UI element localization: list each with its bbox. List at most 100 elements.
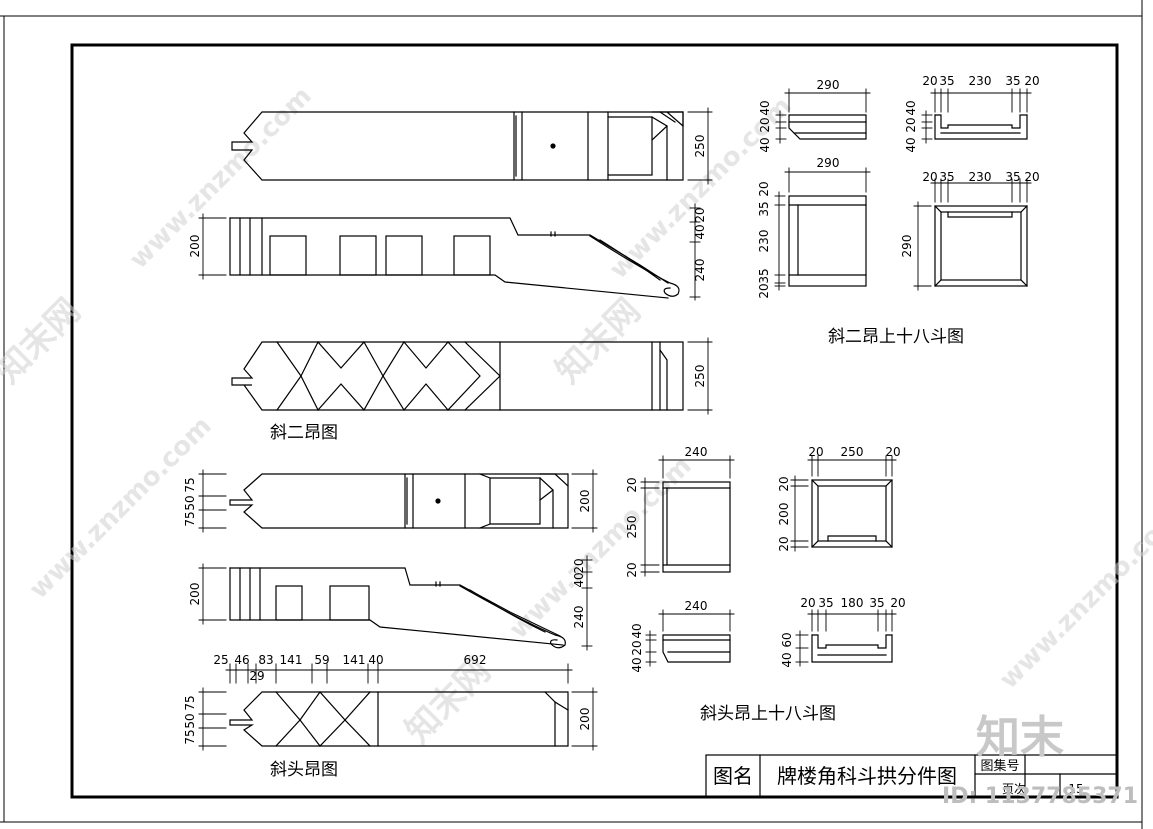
title-block-frame: [705, 754, 1118, 798]
dim-label: 250: [841, 445, 864, 459]
dim-label: 35: [1005, 74, 1020, 88]
dim-label: 20: [757, 181, 771, 196]
dim-label: 40: [904, 137, 918, 152]
dim-label: 230: [757, 230, 771, 253]
title-block: 图名 牌楼角科斗拱分件图 图集号 页次 15: [713, 758, 1084, 796]
tou-ang-dou-side-2: [662, 634, 731, 663]
er-ang-dou-plan-2: [934, 205, 1028, 287]
watermark-id: ID: 1137785371: [942, 784, 1138, 809]
watermark-brand: 知末网: [548, 291, 648, 391]
dim-label: 240: [685, 599, 708, 613]
dim-label: 29: [249, 669, 264, 683]
dim-label: 40: [572, 572, 586, 587]
view-captions: 斜二昂图 斜二昂上十八斗图 斜头昂图 斜头昂上十八斗图: [270, 327, 964, 780]
dim-label: 20: [1024, 74, 1039, 88]
caption-xie-er-ang: 斜二昂图: [270, 423, 338, 443]
dim-label: 290: [817, 156, 840, 170]
er-ang-dou-side-1: [788, 114, 867, 140]
dim-label: 20: [572, 558, 586, 573]
dim-label: 40: [758, 137, 772, 152]
dim-label: 20: [758, 117, 772, 132]
er-ang-dou-side-2: [934, 114, 1028, 140]
xie-tou-ang-top-plan: [229, 473, 569, 529]
dim-label: 20: [800, 596, 815, 610]
dim-label: 200: [188, 235, 202, 258]
dim-label: 240: [693, 259, 707, 282]
caption-xie-er-ang-dou: 斜二昂上十八斗图: [828, 327, 964, 347]
xie-er-ang-top-plan: [231, 111, 684, 181]
dim-label: 200: [188, 583, 202, 606]
watermark-site: www.znzmo.com: [504, 451, 698, 645]
dim-label: 200: [777, 503, 791, 526]
dim-label: 290: [900, 235, 914, 258]
dim-label: 240: [685, 445, 708, 459]
er-ang-dou-plan-1: [788, 195, 867, 287]
dim-label: 35: [1005, 170, 1020, 184]
dim-label: 46: [234, 653, 249, 667]
dim-label: 20: [625, 477, 639, 492]
drawing-name: 牌楼角科斗拱分件图: [777, 764, 957, 788]
dim-label: 35: [818, 596, 833, 610]
xie-er-ang-side-view: [229, 217, 680, 299]
dim-label: 250: [693, 365, 707, 388]
xie-tou-ang-side-view: [229, 567, 566, 649]
dim-label: 50: [183, 713, 197, 728]
xie-er-ang-bottom-plan: [231, 341, 684, 411]
dim-label: 692: [464, 653, 487, 667]
dim-label: 40: [693, 224, 707, 239]
dim-label: 20: [1024, 170, 1039, 184]
dim-label: 35: [939, 170, 954, 184]
caption-xie-tou-ang: 斜头昂图: [270, 760, 338, 780]
dim-label: 20: [777, 536, 791, 551]
dim-label: 20: [808, 445, 823, 459]
dim-label: 35: [869, 596, 884, 610]
caption-xie-tou-ang-dou: 斜头昂上十八斗图: [700, 704, 836, 724]
dim-label: 250: [693, 135, 707, 158]
tou-ang-dou-plan-1: [811, 479, 893, 548]
dim-label: 20: [904, 117, 918, 132]
watermark-logo: 知末: [976, 712, 1064, 763]
dim-label: 59: [314, 653, 329, 667]
dim-label: 20: [922, 170, 937, 184]
dim-label: 20: [757, 283, 771, 298]
dim-label: 20: [693, 207, 707, 222]
dim-label: 180: [841, 596, 864, 610]
dim-label: 35: [757, 201, 771, 216]
dim-label: 200: [578, 490, 592, 513]
watermark-brand: 知末网: [0, 291, 88, 391]
dim-label: 40: [780, 652, 794, 667]
dim-label: 240: [572, 606, 586, 629]
dim-label: 200: [578, 708, 592, 731]
dim-label: 75: [183, 477, 197, 492]
dim-label: 230: [969, 170, 992, 184]
dim-label: 40: [904, 100, 918, 115]
watermark-site: www.znzmo.com: [994, 501, 1153, 695]
dim-label: 83: [258, 653, 273, 667]
dim-label: 141: [280, 653, 303, 667]
dim-label: 20: [630, 640, 644, 655]
dim-label: 250: [625, 516, 639, 539]
dim-label: 20: [885, 445, 900, 459]
dim-label: 60: [780, 632, 794, 647]
dim-label: 40: [758, 100, 772, 115]
dim-label: 40: [368, 653, 383, 667]
dim-label: 75: [183, 729, 197, 744]
atlas-number-label: 图集号: [980, 758, 1019, 774]
dim-label: 35: [757, 268, 771, 283]
dim-label: 40: [630, 623, 644, 638]
tou-ang-dou-side-1: [662, 481, 731, 573]
dim-label: 50: [183, 495, 197, 510]
title-block-label: 图名: [713, 764, 753, 788]
tou-ang-dou-side-3: [811, 634, 893, 663]
brand-watermark: 知末 ID: 1137785371: [942, 712, 1138, 809]
dimension-labels: 250 200 20 40 240 250 75 50 75 200 200 2…: [183, 74, 1040, 745]
watermark-site: www.znzmo.com: [124, 81, 318, 275]
dim-label: 40: [630, 657, 644, 672]
dim-label: 20: [922, 74, 937, 88]
dim-label: 290: [817, 78, 840, 92]
dim-label: 75: [183, 511, 197, 526]
xie-tou-ang-bottom-plan: [229, 691, 569, 747]
dim-label: 20: [890, 596, 905, 610]
